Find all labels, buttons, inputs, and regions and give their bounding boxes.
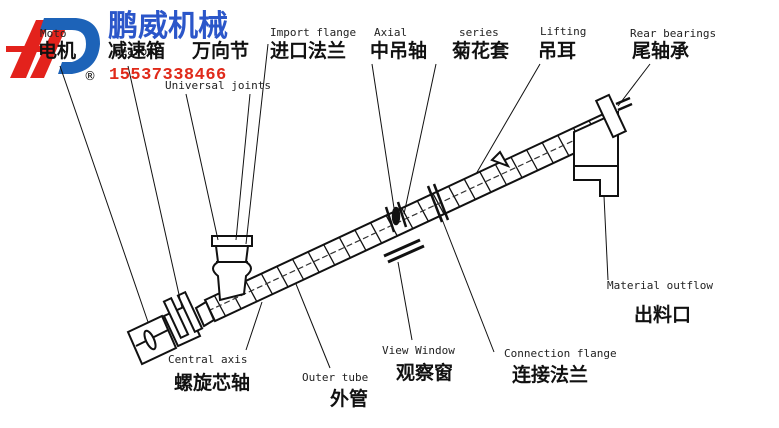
label-inlet-en: Import flange: [270, 26, 357, 39]
spiral-flight-line: [260, 272, 275, 297]
label-motor-en: Moto: [40, 27, 67, 40]
leader-lines: [59, 43, 651, 369]
central-shaft: [207, 118, 621, 312]
rear-bearing: [594, 93, 633, 139]
label-reducer-cn: 减速箱: [108, 40, 166, 62]
spiral-flight-line: [353, 228, 368, 254]
label-outflow-cn: 出料口: [634, 304, 692, 326]
universal-joint: [194, 300, 216, 328]
spiral-flight-line: [338, 235, 353, 261]
label-flange-cn: 连接法兰: [512, 364, 589, 386]
label-outer-en: Outer tube: [302, 371, 369, 384]
brand-phone: 15537338466: [109, 66, 227, 85]
spiral-flight-line: [306, 250, 322, 276]
label-lifting-en: Lifting: [540, 25, 587, 38]
label-central-cn: 螺旋芯轴: [174, 372, 251, 394]
spiral-flight-line: [275, 264, 290, 290]
label-series-en: series: [459, 26, 499, 39]
axial-hanger: [384, 201, 408, 233]
spiral-flight-line: [244, 279, 259, 305]
label-central-en: Central axis: [168, 353, 248, 366]
spiral-flight-line: [494, 163, 509, 188]
connection-flange: [426, 183, 450, 223]
brand-name: 鹏威机械: [108, 9, 228, 44]
view-window: [383, 238, 425, 264]
material-outlet: [573, 110, 619, 197]
label-reducer-en: Gearbox: [114, 45, 161, 58]
label-rear-cn: 尾轴承: [632, 40, 690, 62]
label-lifting-cn: 吊耳: [538, 40, 577, 62]
lifting-lug: [490, 150, 511, 168]
label-window-en: View Window: [382, 344, 455, 357]
spiral-flight-line: [525, 148, 540, 174]
label-axial-en: Axial: [374, 26, 408, 39]
label-axial-cn: 中吊轴: [370, 40, 428, 62]
spiral-flight-line: [431, 192, 446, 217]
spiral-flight-line: [400, 206, 415, 232]
gearbox: [162, 290, 204, 348]
spiral-flight-line: [291, 257, 306, 283]
spiral-flight-line: [556, 134, 571, 159]
spiral-flight-line: [541, 141, 556, 167]
spiral-flight-line: [478, 170, 493, 196]
label-series-cn: 菊花套: [452, 40, 510, 62]
label-window-cn: 观察窗: [396, 362, 454, 384]
registered-mark: ®: [84, 69, 96, 83]
company-logo: [6, 18, 100, 78]
label-outer-cn: 外管: [330, 388, 369, 410]
label-universal-cn: 万向节: [192, 40, 250, 62]
spiral-flight-line: [369, 221, 384, 247]
spiral-flight-line: [509, 155, 525, 181]
label-universal-en: Universal joints: [165, 79, 271, 92]
label-flange-en: Connection flange: [504, 347, 617, 360]
spiral-flight-line: [463, 177, 478, 203]
label-outflow-en: Material outflow: [607, 279, 713, 292]
label-inlet-cn: 进口法兰: [270, 40, 347, 62]
motor: [126, 314, 178, 366]
label-rear-en: Rear bearings: [630, 27, 717, 40]
spiral-flight-line: [447, 184, 462, 210]
spiral-flight-line: [322, 243, 337, 268]
spiral-flight-line: [213, 294, 228, 319]
label-motor-cn: 电机: [38, 40, 77, 62]
inlet-flange: [211, 235, 253, 302]
spiral-flight-line: [416, 199, 431, 225]
